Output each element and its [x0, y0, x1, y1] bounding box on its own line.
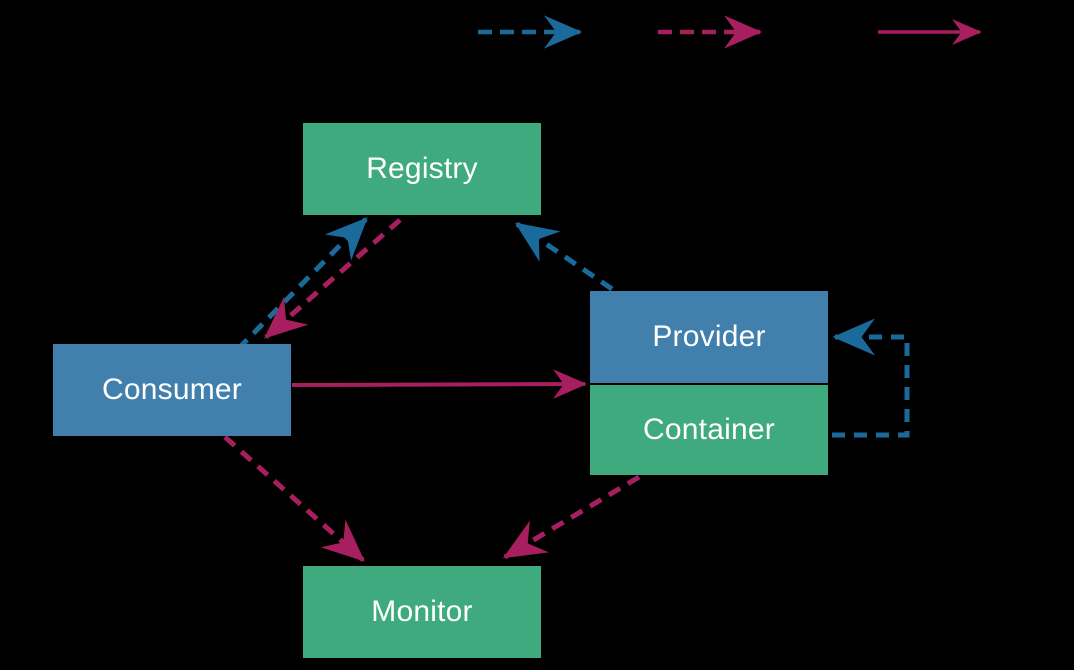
- edge-container-to-monitor: [502, 474, 641, 560]
- edge-provider-to-registry: [514, 221, 614, 292]
- node-monitor-label: Monitor: [371, 595, 473, 628]
- edge-consumer-to-registry: [236, 217, 368, 351]
- node-container[interactable]: Container: [590, 385, 828, 475]
- node-consumer-label: Consumer: [102, 373, 242, 406]
- node-registry[interactable]: Registry: [303, 123, 541, 215]
- edge-consumer-to-provider: [291, 369, 587, 399]
- node-monitor[interactable]: Monitor: [303, 566, 541, 658]
- edge-consumer-to-monitor: [223, 435, 365, 562]
- node-registry-label: Registry: [366, 152, 478, 185]
- edge-registry-to-consumer: [264, 218, 402, 339]
- node-consumer[interactable]: Consumer: [53, 344, 291, 436]
- edge-container-to-provider: [832, 318, 910, 438]
- node-provider[interactable]: Provider: [590, 291, 828, 383]
- node-provider-label: Provider: [652, 320, 766, 353]
- node-container-label: Container: [643, 413, 775, 446]
